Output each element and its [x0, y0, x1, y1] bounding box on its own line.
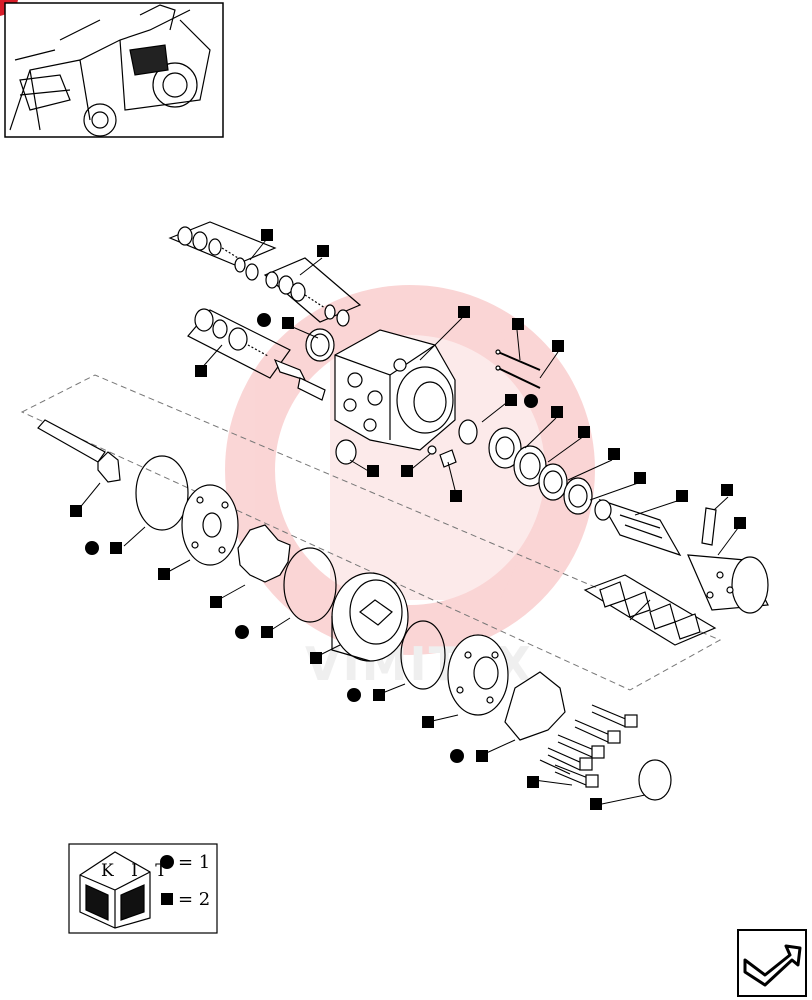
- ball[interactable]: [427, 445, 437, 455]
- drive-shaft[interactable]: [37, 419, 121, 483]
- dust-cap[interactable]: [638, 759, 672, 801]
- legend-circle-marker: [160, 855, 174, 869]
- gerotor-ring[interactable]: [331, 572, 409, 662]
- kit-box-icon: [79, 851, 151, 929]
- callout-markers: [70, 229, 746, 810]
- centering-pin[interactable]: [701, 507, 717, 546]
- pins[interactable]: [495, 349, 541, 389]
- o-ring-mid[interactable]: [283, 547, 337, 623]
- bushing[interactable]: [335, 439, 357, 465]
- sleeve[interactable]: [687, 554, 769, 614]
- end-cap[interactable]: [447, 634, 509, 716]
- valve-chain-upper[interactable]: [168, 221, 277, 281]
- legend-square-value: = 2: [178, 889, 210, 910]
- navigation-arrow-icon[interactable]: [737, 929, 807, 997]
- identification-plate[interactable]: [504, 671, 566, 741]
- kit-label: K I T: [101, 861, 173, 881]
- spool[interactable]: [594, 498, 682, 557]
- plug[interactable]: [439, 449, 457, 468]
- o-ring-large[interactable]: [135, 455, 189, 531]
- machine-thumbnail[interactable]: [4, 2, 224, 138]
- centering-springs[interactable]: [583, 574, 717, 646]
- valve-housing[interactable]: [334, 329, 456, 451]
- kit-legend: K I T = 1 = 2: [68, 843, 218, 934]
- o-ring[interactable]: [458, 419, 478, 445]
- legend-circle-value: = 1: [178, 852, 210, 873]
- valve-plate[interactable]: [181, 484, 239, 566]
- legend-square-marker: [161, 893, 173, 905]
- valve-chain-middle[interactable]: [263, 257, 362, 327]
- o-ring-small[interactable]: [400, 620, 446, 690]
- valve-chain-lower[interactable]: [187, 308, 326, 401]
- assembly-outline: [20, 374, 722, 691]
- gerotor-star[interactable]: [237, 524, 291, 583]
- bolts[interactable]: [539, 704, 638, 788]
- callout-leaders: [77, 239, 739, 806]
